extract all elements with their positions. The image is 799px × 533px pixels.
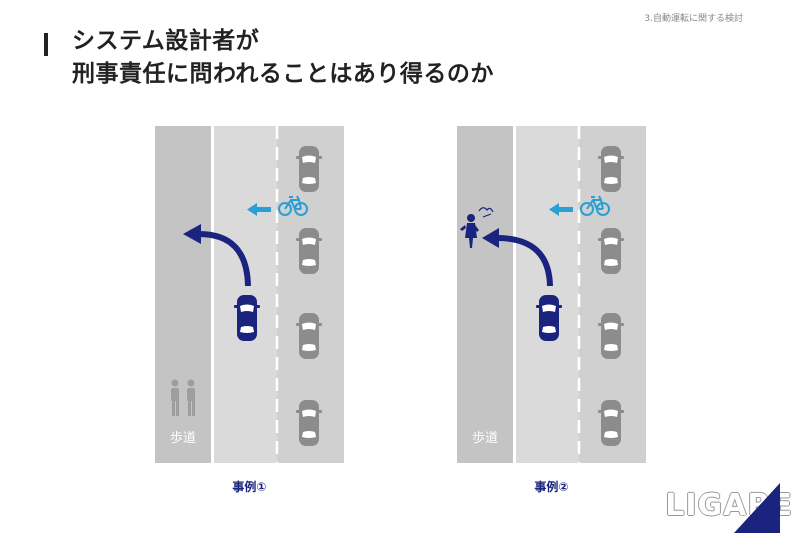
sidewalk-label: 歩道 xyxy=(472,431,498,446)
scene-2-caption: 事例② xyxy=(534,480,569,494)
left-turn-arrow xyxy=(496,235,553,287)
parked-car xyxy=(598,146,624,192)
bicycle-direction-arrow xyxy=(247,203,271,216)
scene-2-diagram: 歩道 xyxy=(457,126,646,463)
page-number: 19 xyxy=(735,512,747,521)
self-driving-car xyxy=(536,295,562,341)
bicycle-icon xyxy=(580,195,610,216)
title-accent-bar xyxy=(44,33,48,56)
section-label: 3.自動運転に関する検討 xyxy=(644,14,743,24)
parked-car xyxy=(296,146,322,192)
curb-line xyxy=(513,126,516,463)
left-turn-arrowhead xyxy=(482,228,499,248)
parked-car xyxy=(598,400,624,446)
left-turn-arrow xyxy=(198,231,251,287)
distressed-pedestrian-icon xyxy=(460,214,479,248)
parked-car xyxy=(296,313,322,359)
parked-car xyxy=(598,313,624,359)
parked-car xyxy=(598,228,624,274)
curb-line xyxy=(211,126,214,463)
parked-car xyxy=(296,228,322,274)
parked-car xyxy=(296,400,322,446)
bicycle-direction-arrow xyxy=(549,203,573,216)
scene-1-caption: 事例① xyxy=(232,480,267,494)
corner-triangle-icon xyxy=(734,483,780,533)
scene-1-diagram: 歩道 xyxy=(155,126,344,463)
sidewalk-label: 歩道 xyxy=(170,431,196,446)
bicycle-icon xyxy=(278,195,308,216)
left-turn-arrowhead xyxy=(183,224,201,244)
sidewalk xyxy=(155,126,211,463)
alarm-mark-icon xyxy=(478,207,494,218)
pedestrian-icon xyxy=(171,379,195,416)
self-driving-car xyxy=(234,295,260,341)
page-title: システム設計者が 刑事責任に問われることはあり得るのか xyxy=(72,25,494,91)
title-line-2: 刑事責任に問われることはあり得るのか xyxy=(72,61,494,87)
sidewalk xyxy=(457,126,513,463)
title-line-1: システム設計者が xyxy=(72,28,260,54)
